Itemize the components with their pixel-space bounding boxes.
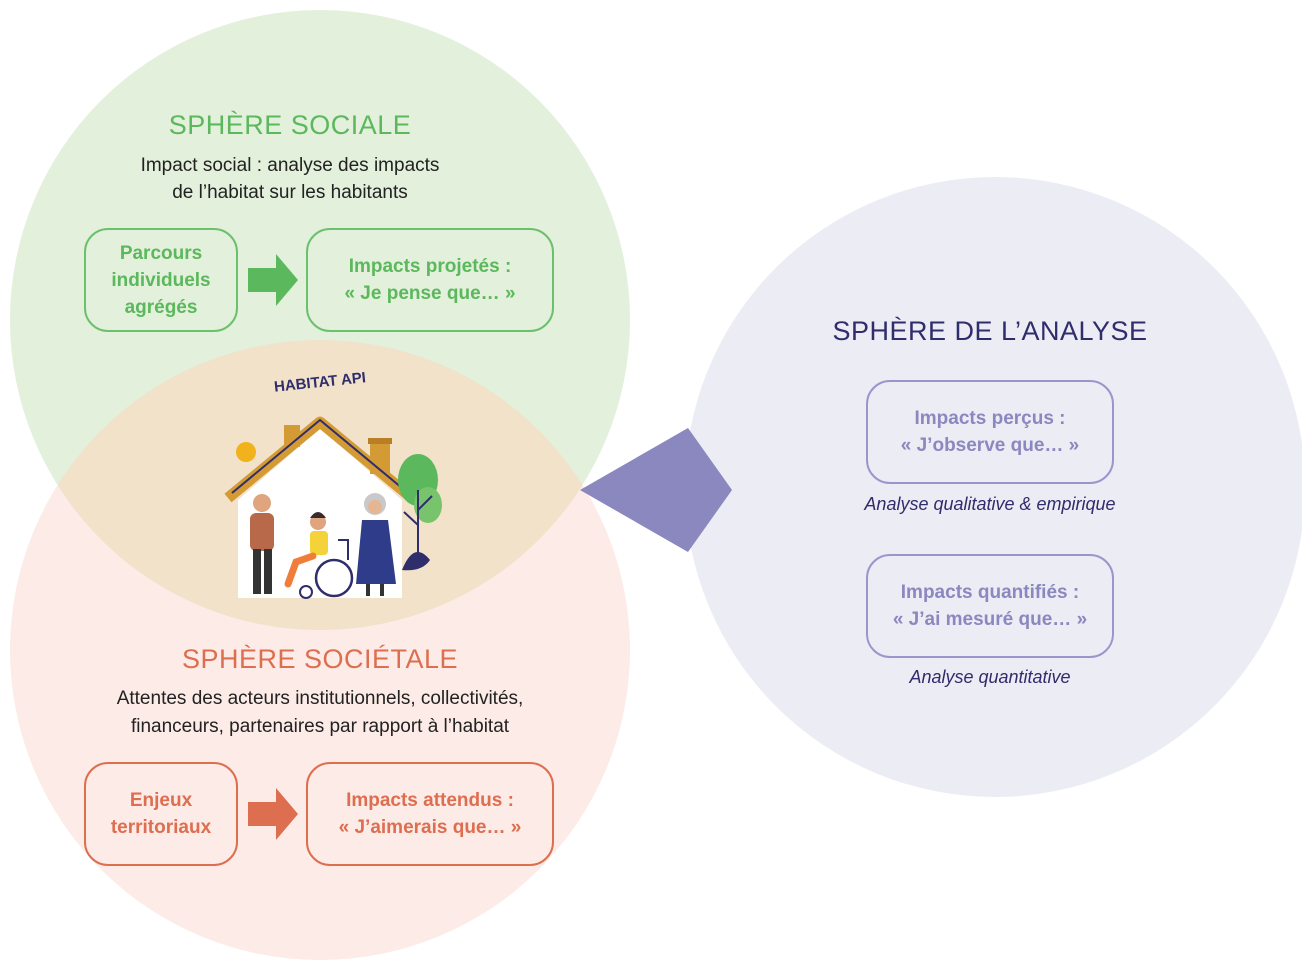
aggregated-paths-box: Parcours individuels agrégés	[84, 228, 238, 332]
perceived-impacts-box: Impacts perçus : « J’observe que… »	[866, 380, 1114, 484]
perceived-impacts-line-1: Impacts perçus :	[914, 408, 1066, 429]
aggregated-paths-line-3: agrégés	[124, 296, 198, 318]
societal-title: SPHÈRE SOCIÉTALE	[181, 644, 459, 674]
projected-impacts-line-1: Impacts projetés :	[348, 256, 512, 277]
social-title: SPHÈRE SOCIALE	[168, 110, 412, 140]
analyse-title: SPHÈRE DE L’ANALYSE	[832, 316, 1148, 346]
analysis-arrow	[580, 428, 732, 552]
projected-impacts-box: Impacts projetés : « Je pense que… »	[306, 228, 554, 332]
green-arrow	[248, 254, 298, 306]
analyse-sphere	[685, 177, 1302, 797]
societal-description-line-1: Attentes des acteurs institutionnels, co…	[116, 688, 524, 709]
quantified-impacts-line-1: Impacts quantifiés :	[900, 582, 1080, 603]
qualitative-analysis-caption: Analyse qualitative & empirique	[864, 494, 1116, 514]
expected-impacts-line-1: Impacts attendus :	[346, 790, 514, 811]
quantified-impacts-box: Impacts quantifiés : « J’ai mesuré que… …	[866, 554, 1114, 658]
quantitative-analysis-caption: Analyse quantitative	[909, 667, 1071, 687]
quantified-impacts-line-2: « J’ai mesuré que… »	[892, 609, 1088, 630]
social-description-line-1: Impact social : analyse des impacts	[140, 155, 440, 176]
perceived-impacts-line-2: « J’observe que… »	[900, 435, 1080, 456]
overlap-area	[10, 340, 630, 630]
aggregated-paths-line-1: Parcours	[119, 242, 203, 264]
social-description-line-2: de l’habitat sur les habitants	[172, 182, 408, 203]
territorial-issues-line-1: Enjeux	[129, 790, 193, 811]
societal-description-line-2: financeurs, partenaires par rapport à l’…	[130, 716, 510, 737]
aggregated-paths-line-2: individuels	[111, 269, 211, 291]
projected-impacts-line-2: « Je pense que… »	[344, 283, 516, 304]
territorial-issues-box: Enjeux territoriaux	[84, 762, 238, 866]
expected-impacts-box: Impacts attendus : « J’aimerais que… »	[306, 762, 554, 866]
expected-impacts-line-2: « J’aimerais que… »	[338, 817, 522, 838]
territorial-issues-line-2: territoriaux	[110, 817, 212, 838]
red-arrow	[248, 788, 298, 840]
habitat-illustration	[224, 416, 442, 599]
